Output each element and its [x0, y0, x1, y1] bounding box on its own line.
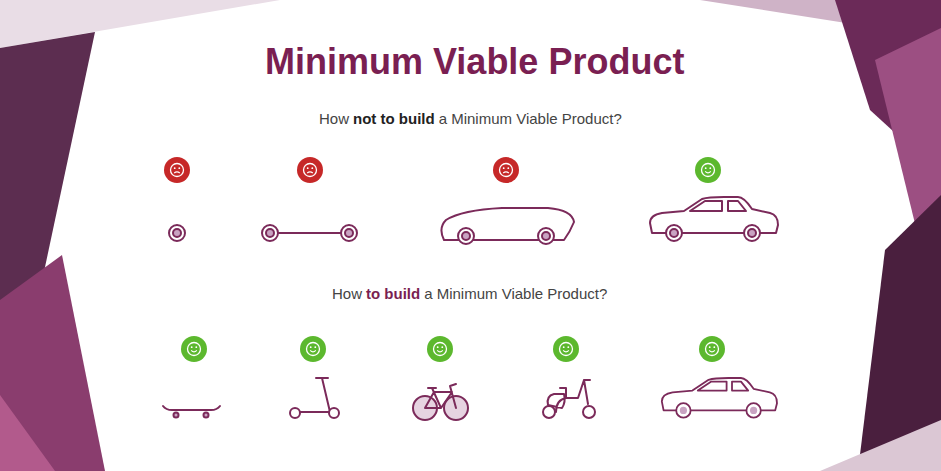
subtitle-text: a Minimum Viable Product?	[424, 285, 607, 302]
emphasis-text: to build	[366, 285, 420, 302]
page-title: Minimum Viable Product	[265, 41, 684, 83]
mood-faces-top	[164, 157, 721, 183]
subtitle-text: a Minimum Viable Product?	[439, 110, 622, 127]
emphasis-text: not to build	[353, 110, 435, 127]
subtitle-text: How	[332, 285, 362, 302]
mood-faces-bottom	[181, 336, 725, 362]
wrong-way-drawings	[169, 197, 778, 244]
subtitle-line: Howto builda Minimum Viable Product?	[332, 285, 607, 302]
right-way-drawings	[163, 378, 777, 420]
subtitle-text: How	[319, 110, 349, 127]
subtitle-line: Hownot to builda Minimum Viable Product?	[319, 110, 622, 127]
